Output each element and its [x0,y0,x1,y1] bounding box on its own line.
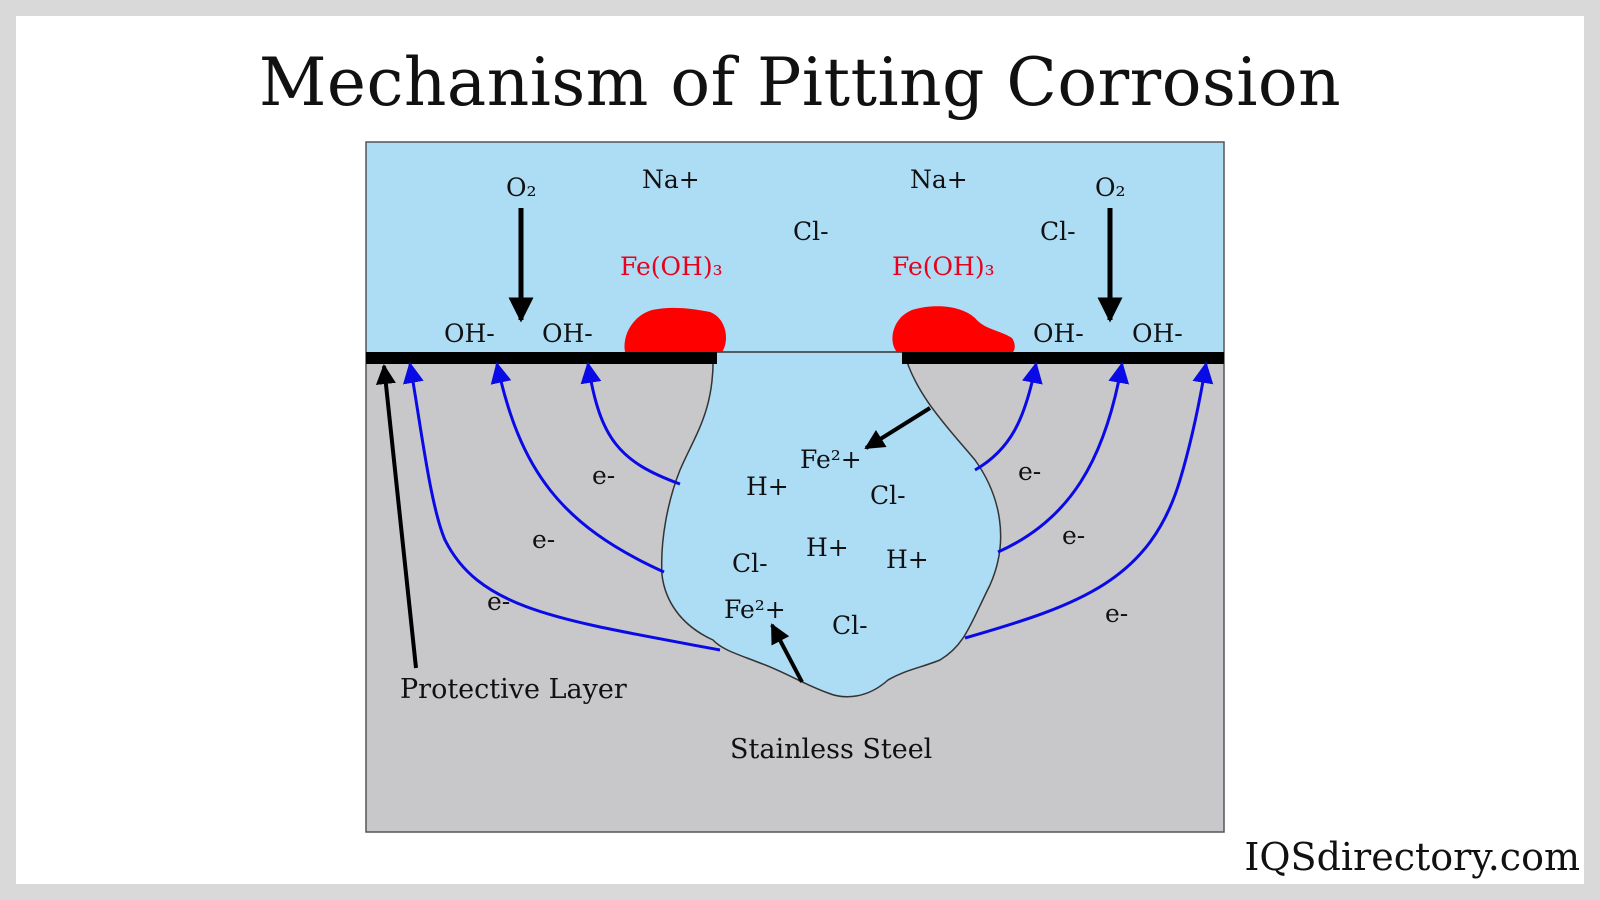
electron-label-left-3: e- [487,587,510,616]
brand-watermark: IQSdirectory.com [1244,835,1580,879]
oh-label-1: OH- [444,319,495,348]
cl-label-top-right: Cl- [1040,217,1076,246]
cl-label-pit-1: Cl- [870,481,906,510]
cl-label-pit-2: Cl- [732,549,768,578]
rust-deposit-right [892,306,1015,352]
stainless-steel-label: Stainless Steel [730,734,932,765]
fe2-arrow-top [864,406,932,450]
electron-arrow-left-1 [580,361,681,486]
electron-label-right-2: e- [1062,521,1085,550]
electron-arrow-right-2 [997,361,1130,554]
protective-layer-left [366,352,717,364]
h-label-1: H+ [746,472,789,501]
oh-label-3: OH- [1033,319,1084,348]
oh-label-2: OH- [542,319,593,348]
fe2-label-top: Fe²+ [800,445,862,474]
fe2-label-bottom: Fe²+ [724,595,786,624]
feoh3-label-right: Fe(OH)₃ [892,252,995,281]
pit-cavity [660,351,1002,698]
electron-label-left-2: e- [532,525,555,554]
feoh3-label-left: Fe(OH)₃ [620,252,723,281]
na-label-left: Na+ [642,165,700,194]
o2-label-right: O₂ [1095,173,1126,202]
protective-layer-pointer [375,364,418,669]
o2-label-left: O₂ [506,173,537,202]
electron-arrow-left-3 [402,361,721,652]
electron-arrow-left-2 [490,361,665,574]
cl-label-top-center: Cl- [793,217,829,246]
protective-layer-right [902,352,1224,364]
protective-layer-label: Protective Layer [400,674,627,705]
diagram-border [365,141,1225,833]
rust-deposit-left [624,307,726,352]
electron-arrow-right-1 [974,361,1043,472]
h-label-3: H+ [886,545,929,574]
electron-label-right-1: e- [1018,457,1041,486]
fe2-arrow-bottom [770,623,804,683]
oh-label-4: OH- [1132,319,1183,348]
electron-label-right-3: e- [1105,599,1128,628]
cl-label-pit-3: Cl- [832,611,868,640]
electron-arrow-right-3 [964,361,1214,640]
page-title: Mechanism of Pitting Corrosion [258,44,1342,121]
na-label-right: Na+ [910,165,968,194]
electron-label-left-1: e- [592,461,615,490]
h-label-2: H+ [806,533,849,562]
